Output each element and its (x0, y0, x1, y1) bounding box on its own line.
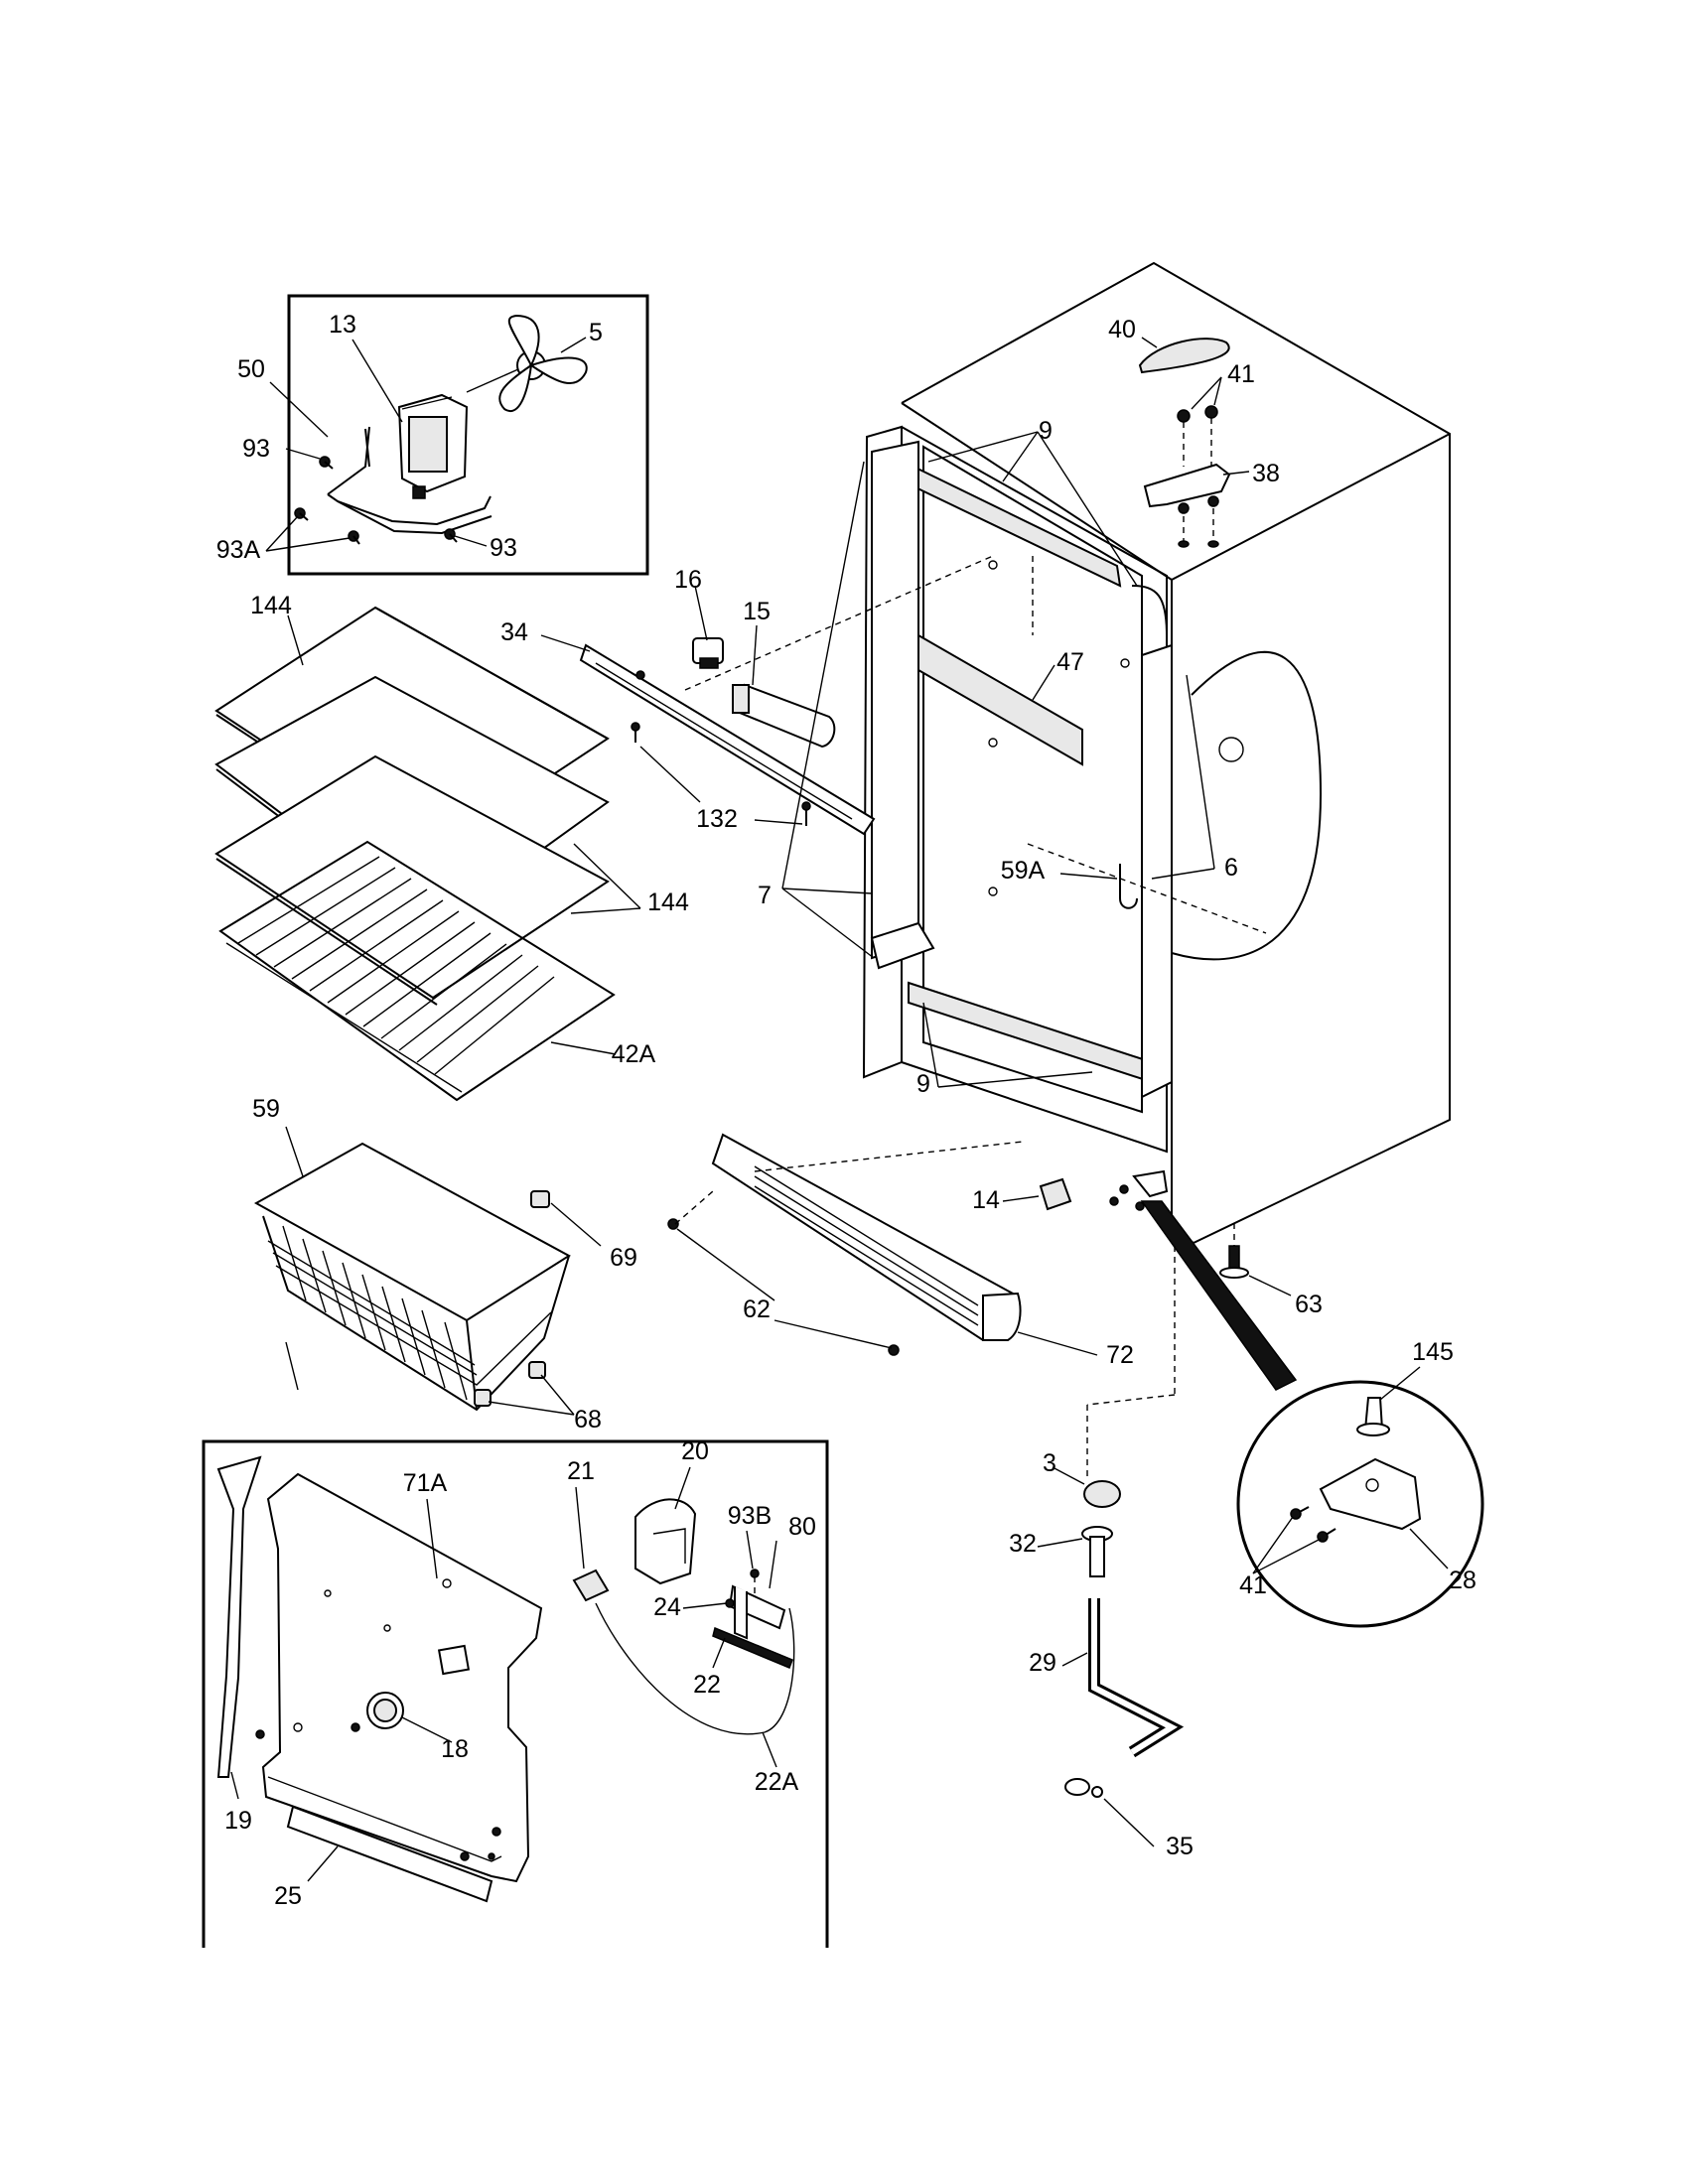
callout-132: 132 (696, 805, 738, 833)
callout-14: 14 (972, 1186, 1000, 1214)
callout-80: 80 (788, 1513, 816, 1541)
screws-inset (294, 456, 458, 545)
kick-plate-grille (667, 1133, 1024, 1356)
callout-22A: 22A (755, 1768, 799, 1796)
callout-41-bottom: 41 (1239, 1571, 1267, 1599)
callout-5: 5 (589, 319, 603, 346)
callout-15: 15 (743, 598, 771, 625)
fan-blade (466, 314, 588, 412)
freezer-cabinet (684, 261, 1451, 1245)
callout-19: 19 (224, 1807, 252, 1835)
callout-40: 40 (1108, 316, 1136, 343)
fan-motor-inset (265, 294, 649, 576)
callout-34: 34 (500, 618, 528, 646)
callout-93-lower: 93 (490, 534, 517, 562)
motor-bracket (327, 426, 492, 535)
callout-20: 20 (681, 1437, 709, 1465)
wire-basket (253, 1142, 571, 1412)
callout-62: 62 (743, 1296, 771, 1323)
callout-22: 22 (693, 1671, 721, 1699)
callout-3: 3 (1043, 1449, 1056, 1477)
fan-motor (397, 393, 469, 499)
callout-42A: 42A (612, 1040, 656, 1068)
callout-145: 145 (1412, 1338, 1454, 1366)
callout-18: 18 (441, 1735, 469, 1763)
callout-68: 68 (574, 1406, 602, 1433)
callout-9-top: 9 (1039, 417, 1053, 445)
callout-25: 25 (274, 1882, 302, 1910)
callout-93B: 93B (728, 1502, 772, 1530)
callout-13: 13 (329, 311, 356, 339)
callout-144-top: 144 (250, 592, 292, 619)
light-socket-and-bulb (692, 585, 836, 749)
callout-93: 93 (242, 435, 270, 463)
callout-71A: 71A (403, 1469, 448, 1497)
top-hinge-assembly (1138, 337, 1250, 548)
callout-47: 47 (1056, 648, 1084, 676)
callout-59A: 59A (1001, 857, 1046, 885)
drain-assembly (1064, 1246, 1185, 1798)
callout-69: 69 (610, 1244, 637, 1272)
bottom-hinge (1109, 1169, 1169, 1211)
callout-7: 7 (758, 882, 772, 909)
wire-shelf (218, 840, 616, 1102)
callout-72: 72 (1106, 1341, 1134, 1369)
callout-93A: 93A (216, 536, 261, 564)
rear-panel-inset (202, 1439, 829, 1948)
callout-29: 29 (1029, 1649, 1056, 1677)
hinge-detail-inset (1236, 1380, 1484, 1628)
callout-28: 28 (1449, 1567, 1477, 1594)
glass-shelves (214, 606, 610, 1006)
light-shield (540, 634, 876, 836)
callout-21: 21 (567, 1457, 595, 1485)
callout-63: 63 (1295, 1291, 1323, 1318)
door-switch (1039, 1177, 1072, 1211)
callout-9-bottom: 9 (916, 1070, 930, 1098)
callout-32: 32 (1009, 1530, 1037, 1558)
leveling-leg (1219, 1223, 1249, 1279)
callout-16: 16 (674, 566, 702, 594)
callout-24: 24 (653, 1593, 681, 1621)
callout-38: 38 (1252, 460, 1280, 487)
callout-50: 50 (237, 355, 265, 383)
callout-6: 6 (1224, 854, 1238, 882)
callout-41-top: 41 (1227, 360, 1255, 388)
callout-59: 59 (252, 1095, 280, 1123)
callout-35: 35 (1166, 1833, 1194, 1860)
callout-144-lower: 144 (647, 888, 689, 916)
